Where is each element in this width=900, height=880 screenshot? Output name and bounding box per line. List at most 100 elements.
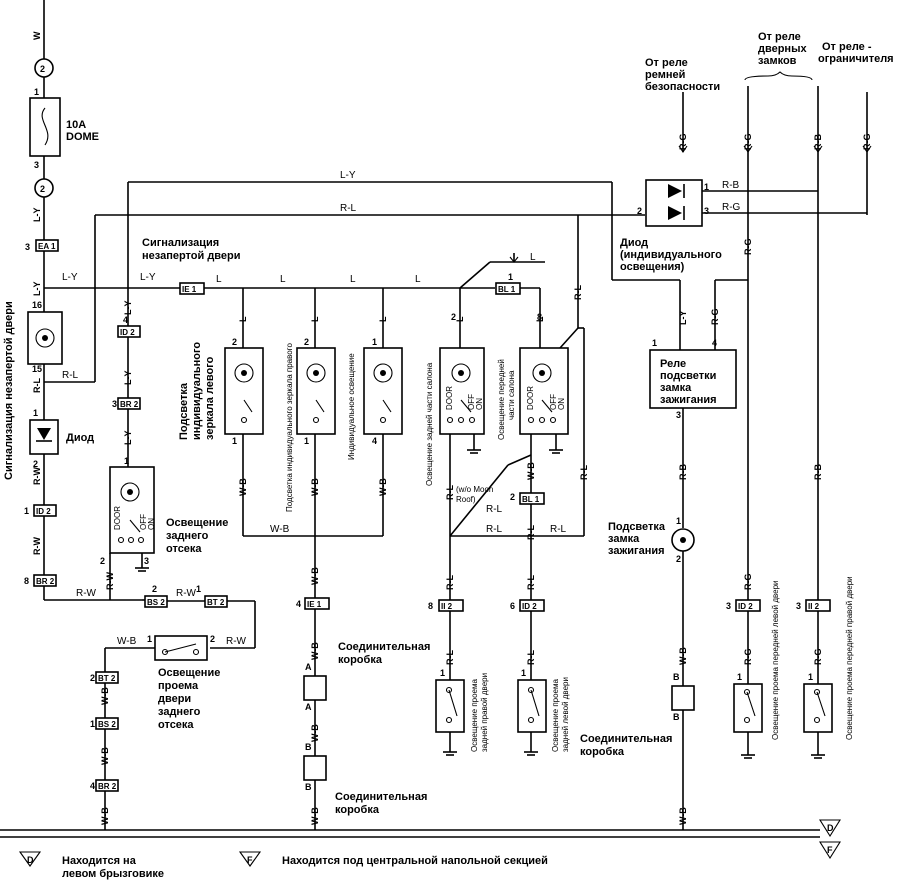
wire-wb-v12: W-B: [678, 647, 688, 665]
junction-box-1: [303, 675, 327, 701]
conn-ii2b-label: II 2: [808, 602, 820, 611]
fr-door-label: Освещение проема передней правой двери: [845, 576, 854, 740]
fuse-dome: [29, 97, 61, 157]
wire-l-v2: L: [310, 316, 320, 322]
connector-id2b: [117, 325, 141, 338]
mirror-left-label-3: зеркала левого: [204, 356, 216, 440]
legend-f-marker: F: [247, 855, 253, 865]
fuse-name: DOME: [66, 131, 99, 143]
left-mirror-light: [224, 347, 264, 435]
rr-door-label-1: Освещение проема: [470, 678, 479, 752]
svg-text:2: 2: [676, 554, 681, 564]
wire-rw-2: R-W: [32, 537, 42, 555]
conn-br2b-label: BR 2: [120, 400, 139, 409]
wire-rw-1: R-W: [32, 467, 42, 485]
svg-text:3: 3: [34, 160, 39, 170]
trunk-door-label-3: двери: [158, 693, 191, 705]
diode-ind-label-3: освещения): [620, 261, 685, 273]
mirror-left-label-1: Подсветка: [178, 382, 190, 440]
conn-bs2-label: BS 2: [147, 598, 165, 607]
wire-wb-1: W-B: [117, 636, 137, 647]
connector-ie1b: [304, 597, 330, 610]
wire-wb-v3: W-B: [378, 478, 388, 496]
legend-d-marker: D: [27, 855, 34, 865]
conn-bt2-label: BT 2: [207, 598, 225, 607]
moon-label-1: (w/o Moon: [456, 485, 493, 494]
svg-text:8: 8: [428, 601, 433, 611]
wire-wb-v6: W-B: [310, 724, 320, 742]
door-unlock-switch: [27, 311, 63, 365]
conn-ie1-label: IE 1: [182, 285, 197, 294]
ign-light-label-3: зажигания: [608, 545, 665, 557]
svg-text:1: 1: [808, 672, 813, 682]
side-title: Сигнализация незапертой двери: [3, 301, 15, 480]
trunk-off-text: OFF: [139, 514, 148, 530]
wire-rg-v5: R-G: [743, 649, 753, 666]
svg-text:1: 1: [24, 506, 29, 516]
diode-ind-label-2: (индивидуального: [620, 249, 722, 261]
conn-id2-label: ID 2: [36, 507, 51, 516]
wire-rg-v2: R-G: [743, 134, 753, 151]
relay-lock-label-2: дверных: [758, 43, 807, 55]
svg-text:8: 8: [24, 576, 29, 586]
right-mirror-light: [296, 347, 336, 435]
legend-d-label-1: Находится на: [62, 855, 137, 867]
svg-text:4: 4: [712, 338, 717, 348]
svg-text:1: 1: [521, 668, 526, 678]
svg-text:1: 1: [508, 272, 513, 282]
wire-ly-v1: L-Y: [123, 301, 133, 316]
svg-text:2: 2: [637, 206, 642, 216]
svg-text:1: 1: [676, 516, 681, 526]
svg-text:2: 2: [232, 337, 237, 347]
svg-text:6: 6: [510, 601, 515, 611]
wire-wb-v8: W-B: [100, 747, 110, 765]
rear-door-text: DOOR: [445, 386, 454, 410]
wire-rb-h: R-B: [722, 180, 740, 191]
personal-light-label: Индивидуальное освещение: [347, 353, 356, 460]
ign-relay: [649, 349, 737, 409]
wire-wb-v1: W-B: [238, 478, 248, 496]
conn-bl1-label: BL 1: [498, 285, 516, 294]
relay-belt-label-2: ремней: [645, 69, 685, 81]
svg-text:2: 2: [33, 459, 38, 469]
wire-ly-v3: L-Y: [123, 431, 133, 446]
wire-rg-h: R-G: [722, 202, 741, 213]
wire-l-2: L: [280, 274, 286, 285]
wire-rl-v5: R-L: [445, 650, 455, 665]
svg-text:1: 1: [147, 634, 152, 644]
svg-text:1: 1: [232, 436, 237, 446]
connector-id2: [33, 504, 57, 517]
wire-rl-top: R-L: [340, 203, 357, 214]
conn-ea1-label: EA 1: [38, 242, 56, 251]
connector-br2b: [117, 397, 141, 410]
front-off-text: OFF: [549, 394, 558, 410]
relay-lock-label-3: замков: [758, 55, 797, 67]
mirror-right-label: Подсветка индивидуального зеркала правог…: [285, 343, 294, 512]
svg-text:15: 15: [32, 364, 42, 374]
jb-label-2: коробка: [338, 654, 383, 666]
door-unlock-label-2: незапертой двери: [142, 250, 241, 262]
wire-rg-v1: R-G: [678, 134, 688, 151]
wire-rl-v7: R-L: [526, 575, 536, 590]
trunk-label-1: Освещение: [166, 517, 228, 529]
diode-ind-label-1: Диод: [620, 237, 648, 249]
svg-text:1: 1: [704, 182, 709, 192]
wire-l-v4: L: [455, 316, 465, 322]
connector-bl1b: [519, 492, 545, 505]
junction-box-3: [671, 685, 695, 711]
wire-rg-v7: R-G: [813, 649, 823, 666]
wire-wb-v4: W-B: [310, 567, 320, 585]
svg-text:3: 3: [796, 601, 801, 611]
relay-lock-label-1: От реле: [758, 31, 801, 43]
svg-text:4: 4: [90, 781, 95, 791]
wire-rl-v8: R-L: [526, 650, 536, 665]
rr-door-label-2: задней правой двери: [480, 673, 489, 752]
front-room-label-1: Освещение передней: [497, 359, 506, 440]
wire-rl-m3: R-L: [550, 524, 567, 535]
wire-rg-v3: R-G: [743, 239, 753, 256]
wire-rl-v3: R-L: [445, 485, 455, 500]
moon-label-2: Roof): [456, 495, 476, 504]
trunk-door-label-1: Освещение: [158, 667, 220, 679]
